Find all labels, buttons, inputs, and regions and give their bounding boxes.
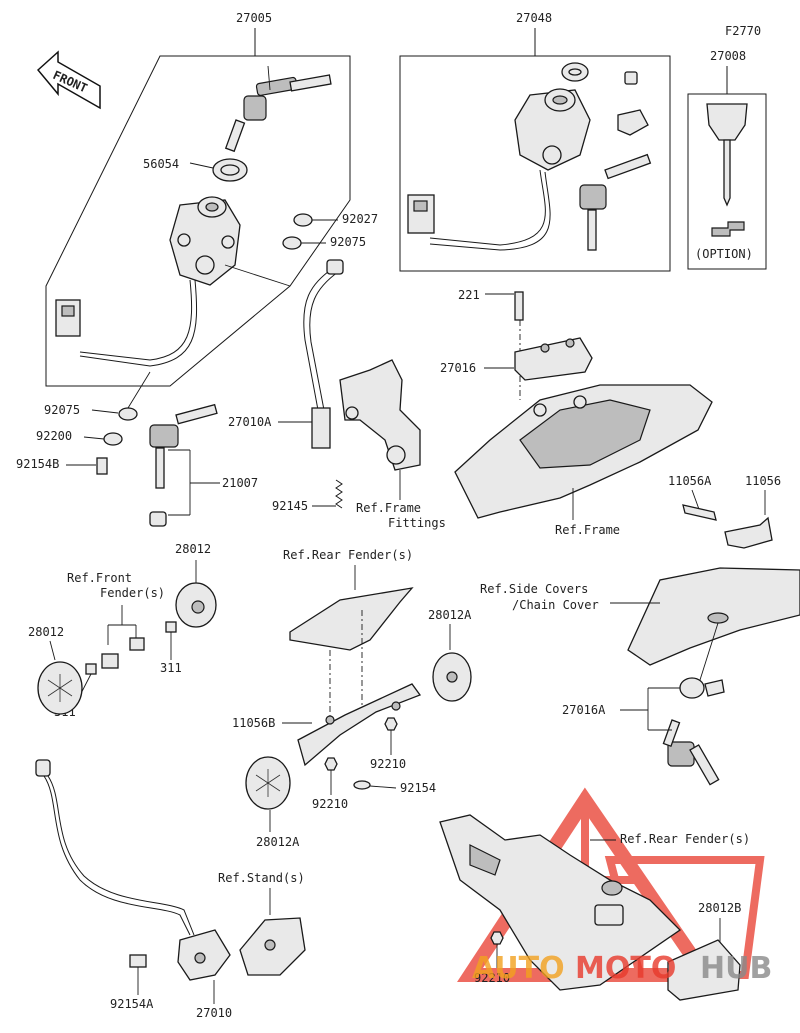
side-stand-switch-27010a: 27010A <box>228 259 421 471</box>
option-label: (OPTION) <box>695 247 753 261</box>
ref-stand: Ref.Stand(s) <box>218 871 305 885</box>
ref-front-fender-1: Ref.Front <box>67 571 132 585</box>
label-27048: 27048 <box>516 11 552 25</box>
rear-reflector-bracket-11056b: Ref.Rear Fender(s) 11056B 28012A 92210 9… <box>232 548 472 849</box>
label-28012-left: 28012 <box>28 625 64 639</box>
label-27005: 27005 <box>236 11 272 25</box>
label-28012b: 28012B <box>698 901 741 915</box>
label-27010: 27010 <box>196 1006 232 1020</box>
keys-illustration <box>224 65 332 153</box>
label-92154a: 92154A <box>110 997 154 1011</box>
rear-fender-28012b: Ref.Rear Fender(s) 92210 28012B <box>439 814 750 1001</box>
watermark-auto: AUTO <box>472 951 565 986</box>
label-27016a: 27016A <box>562 703 606 717</box>
label-92210-bottom: 92210 <box>474 971 510 985</box>
ref-side-covers-2: /Chain Cover <box>512 598 599 612</box>
label-92210-right: 92210 <box>370 757 406 771</box>
side-stand-switch-27010: Ref.Stand(s) 92154A 27010 <box>35 759 306 1020</box>
label-92210-left: 92210 <box>312 797 348 811</box>
seat-lock-27016a: 27016A <box>562 677 725 786</box>
label-92154b: 92154B <box>16 457 59 471</box>
ref-frame: Ref.Frame <box>555 523 620 537</box>
label-92075-top: 92075 <box>330 235 366 249</box>
label-92200: 92200 <box>36 429 72 443</box>
ref-side-covers-1: Ref.Side Covers <box>480 582 588 596</box>
front-arrow-icon: FRONT <box>36 50 101 110</box>
label-92145: 92145 <box>272 499 308 513</box>
ref-frame-fittings-1: Ref.Frame <box>356 501 421 515</box>
label-27010a: 27010A <box>228 415 272 429</box>
label-11056a: 11056A <box>668 474 712 488</box>
ref-frame-fittings-2: Fittings <box>388 516 446 530</box>
label-92075-bottom: 92075 <box>44 403 80 417</box>
label-311-right: 311 <box>160 661 182 675</box>
label-21007: 21007 <box>222 476 258 490</box>
diagram-code: F2770 <box>725 24 761 38</box>
frame-27016: 221 27016 Ref.Frame <box>440 288 713 537</box>
label-92154: 92154 <box>400 781 436 795</box>
group-27048: 27048 <box>399 11 671 272</box>
watermark-text: AUTO MOTO HUB <box>472 951 772 986</box>
label-11056b: 11056B <box>232 716 275 730</box>
ignition-switch-body <box>55 196 241 367</box>
group-27005: 27005 56054 92027 <box>45 11 378 387</box>
label-28012a-bottom: 28012A <box>256 835 300 849</box>
label-221: 221 <box>458 288 480 302</box>
label-11056: 11056 <box>745 474 781 488</box>
key-option-27008: F2770 27008 (OPTION) <box>687 24 767 270</box>
label-92027: 92027 <box>342 212 378 226</box>
watermark-hub: HUB <box>700 951 772 986</box>
spring-92145 <box>335 479 343 509</box>
reflectors-front: 28012 Ref.Front Fender(s) 311 311 28012 <box>28 542 217 719</box>
watermark-moto: MOTO <box>575 951 676 986</box>
ref-rear-fender-top: Ref.Rear Fender(s) <box>283 548 413 562</box>
label-27016: 27016 <box>440 361 476 375</box>
bracket-11056: 11056A 11056 Ref.Side Covers /Chain Cove… <box>480 474 800 681</box>
label-28012-top: 28012 <box>175 542 211 556</box>
label-56054: 56054 <box>143 157 179 171</box>
label-28012a-top: 28012A <box>428 608 472 622</box>
keys-21007 <box>149 403 220 527</box>
label-27008: 27008 <box>710 49 746 63</box>
ref-rear-fender-bottom: Ref.Rear Fender(s) <box>620 832 750 846</box>
ref-front-fender-2: Fender(s) <box>100 586 165 600</box>
